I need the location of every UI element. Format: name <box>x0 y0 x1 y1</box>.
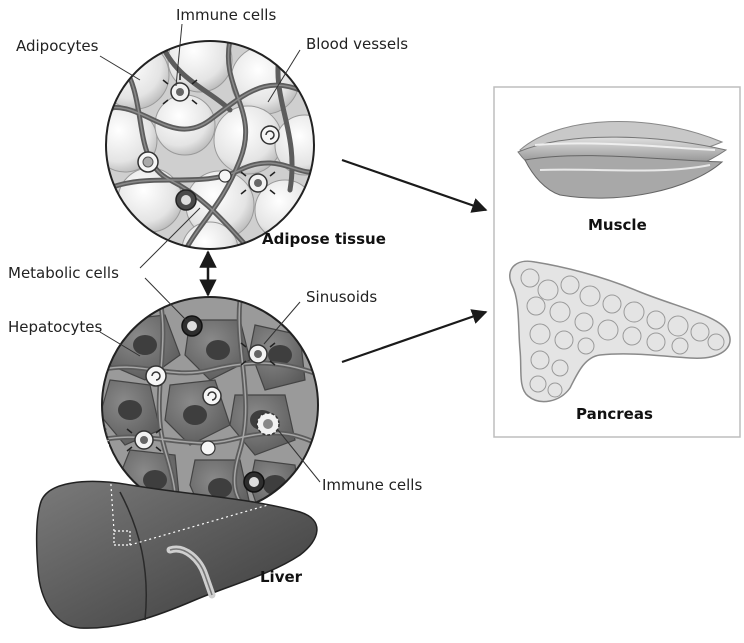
metabolic-cell-liver-5 <box>244 472 264 492</box>
label-blood-vessels: Blood vessels <box>306 35 408 53</box>
metabolic-cell-adipose-4 <box>219 170 231 182</box>
metabolic-cell-liver-2 <box>146 366 166 386</box>
immune-cell-liver-2 <box>257 413 279 435</box>
label-sinusoids: Sinusoids <box>306 288 377 306</box>
label-liver: Liver <box>260 568 303 586</box>
label-metabolic-cells: Metabolic cells <box>8 264 119 282</box>
label-immune-cells-bottom: Immune cells <box>322 476 422 494</box>
arrow-liver-to-pancreas <box>342 312 486 362</box>
liver-organ <box>37 482 317 629</box>
label-adipocytes: Adipocytes <box>16 37 99 55</box>
metabolic-cell-adipose-2 <box>176 190 196 210</box>
label-immune-cells-top: Immune cells <box>176 6 276 24</box>
arrow-adipose-to-muscle <box>342 160 486 210</box>
label-adipose-tissue: Adipose tissue <box>262 230 386 248</box>
target-organs-panel <box>494 87 740 437</box>
metabolic-cell-adipose-1 <box>138 152 158 172</box>
metabolic-cell-liver-4 <box>201 441 215 455</box>
metabolic-cell-adipose-3 <box>261 126 279 144</box>
label-muscle: Muscle <box>588 216 647 234</box>
label-pancreas: Pancreas <box>576 405 653 423</box>
metabolic-cell-liver-3 <box>203 387 221 405</box>
label-hepatocytes: Hepatocytes <box>8 318 103 336</box>
